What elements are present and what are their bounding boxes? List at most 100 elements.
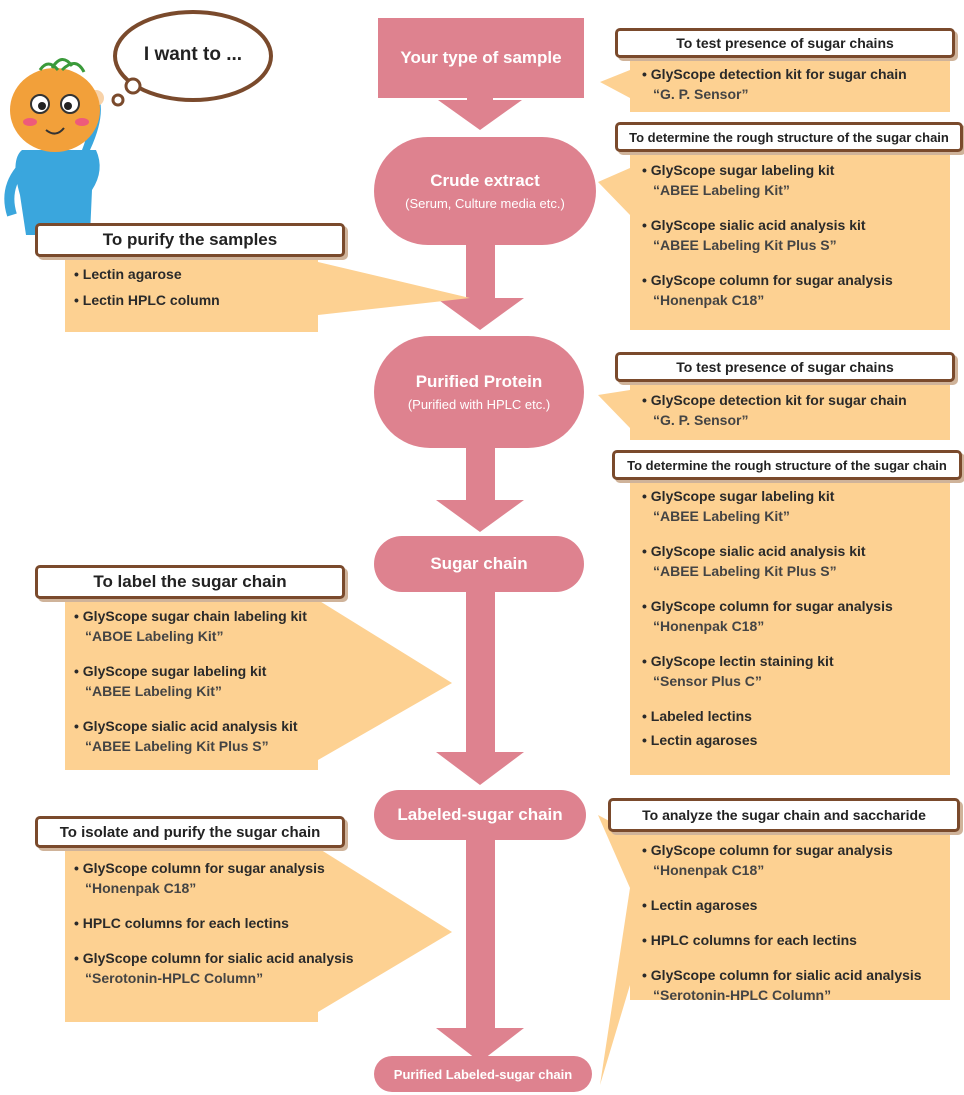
item-name: • GlyScope sugar labeling kit xyxy=(642,162,835,178)
item-name: • GlyScope sugar chain labeling kit xyxy=(74,608,307,624)
thought-bubble xyxy=(111,10,273,107)
node-purified-title: Purified Protein xyxy=(415,372,543,391)
list-item: • Lectin agaroses xyxy=(642,730,947,750)
node-purified-labeled-sugar-chain: Purified Labeled-sugar chain xyxy=(374,1056,592,1092)
item-product: “ABOE Labeling Kit” xyxy=(85,628,224,644)
item-product: “Honenpak C18” xyxy=(653,292,765,308)
item-name: • Labeled lectins xyxy=(642,708,752,724)
list-test-presence-1: • GlyScope detection kit for sugar chain… xyxy=(642,64,947,119)
list-test-presence-2: • GlyScope detection kit for sugar chain… xyxy=(642,390,947,445)
header-analyze-sugar-chain: To analyze the sugar chain and saccharid… xyxy=(608,798,960,832)
item-product: “Honenpak C18” xyxy=(85,880,197,896)
list-item: • GlyScope column for sugar analysis “Ho… xyxy=(74,858,374,898)
list-analyze-sugar-chain: • GlyScope column for sugar analysis “Ho… xyxy=(642,840,947,1020)
arrow-5 xyxy=(436,838,524,1062)
item-product: “ABEE Labeling Kit Plus S” xyxy=(653,563,837,579)
arrow-3 xyxy=(436,448,524,532)
list-item: • Lectin agarose xyxy=(74,264,314,284)
item-name: • GlyScope detection kit for sugar chain xyxy=(642,66,907,82)
header-rough-structure-2: To determine the rough structure of the … xyxy=(612,450,962,480)
item-product: “Sensor Plus C” xyxy=(653,673,762,689)
list-item: • GlyScope sugar chain labeling kit “ABO… xyxy=(74,606,314,646)
item-product: “Serotonin-HPLC Column” xyxy=(653,987,832,1003)
arrow-1 xyxy=(438,98,522,130)
item-name: • GlyScope column for sugar analysis xyxy=(74,860,325,876)
list-item: • GlyScope column for sialic acid analys… xyxy=(74,948,374,988)
panel-shapes xyxy=(65,50,950,1085)
item-product: “ABEE Labeling Kit” xyxy=(85,683,222,699)
panel-analyze-shape xyxy=(598,805,950,1085)
list-purify-samples: • Lectin agarose • Lectin HPLC column xyxy=(74,264,314,314)
header-label-sugar-chain: To label the sugar chain xyxy=(35,565,345,599)
item-product: “G. P. Sensor” xyxy=(653,412,749,428)
node-crude-subtitle: (Serum, Culture media etc.) xyxy=(405,196,565,211)
item-product: “ABEE Labeling Kit” xyxy=(653,508,790,524)
list-item: • HPLC columns for each lectins xyxy=(642,930,947,950)
flow-arrows xyxy=(436,98,524,1062)
item-name: • HPLC columns for each lectins xyxy=(74,915,289,931)
list-item: • GlyScope detection kit for sugar chain… xyxy=(642,64,947,104)
item-name: • GlyScope sugar labeling kit xyxy=(642,488,835,504)
item-name: • GlyScope sialic acid analysis kit xyxy=(74,718,298,734)
list-item: • Labeled lectins xyxy=(642,706,947,726)
panel-isolate-shape xyxy=(65,836,452,1022)
header-test-presence-1: To test presence of sugar chains xyxy=(615,28,955,58)
onion-mascot-icon xyxy=(4,58,104,246)
item-name: • GlyScope sugar labeling kit xyxy=(74,663,267,679)
panel-purify-shape xyxy=(65,248,470,332)
item-name: • GlyScope column for sugar analysis xyxy=(642,842,893,858)
list-item: • GlyScope sugar labeling kit “ABEE Labe… xyxy=(642,486,947,526)
arrow-4 xyxy=(436,592,524,785)
node-purified-subtitle: (Purified with HPLC etc.) xyxy=(407,397,551,412)
panel-label-shape xyxy=(65,588,452,770)
item-name: • Lectin agaroses xyxy=(642,732,758,748)
item-product: “ABEE Labeling Kit” xyxy=(653,182,790,198)
node-crude-extract: Crude extract (Serum, Culture media etc.… xyxy=(374,137,596,245)
item-product: “ABEE Labeling Kit Plus S” xyxy=(653,237,837,253)
item-name: • GlyScope column for sugar analysis xyxy=(642,272,893,288)
list-item: • GlyScope column for sugar analysis “Ho… xyxy=(642,270,947,310)
list-rough-structure-1: • GlyScope sugar labeling kit “ABEE Labe… xyxy=(642,160,947,325)
list-item: • Lectin agaroses xyxy=(642,895,947,915)
speech-text: I want to ... xyxy=(143,44,243,65)
header-test-presence-2: To test presence of sugar chains xyxy=(615,352,955,382)
panel-rough1-shape xyxy=(598,150,950,330)
item-name: • GlyScope sialic acid analysis kit xyxy=(642,217,866,233)
item-product: “G. P. Sensor” xyxy=(653,86,749,102)
list-label-sugar-chain: • GlyScope sugar chain labeling kit “ABO… xyxy=(74,606,314,771)
node-sample-title: Your type of sample xyxy=(400,48,562,67)
item-name: • GlyScope column for sialic acid analys… xyxy=(74,950,354,966)
list-item: • GlyScope column for sialic acid analys… xyxy=(642,965,947,1005)
item-name: • GlyScope detection kit for sugar chain xyxy=(642,392,907,408)
node-final-title: Purified Labeled-sugar chain xyxy=(393,1066,573,1082)
list-item: • Lectin HPLC column xyxy=(74,290,314,310)
item-name: • HPLC columns for each lectins xyxy=(642,932,857,948)
list-isolate-purify: • GlyScope column for sugar analysis “Ho… xyxy=(74,858,374,1003)
panel-test2-shape xyxy=(598,376,950,440)
item-product: “Serotonin-HPLC Column” xyxy=(85,970,264,986)
item-product: “Honenpak C18” xyxy=(653,618,765,634)
node-labeled-title: Labeled-sugar chain xyxy=(397,805,563,824)
item-name: • GlyScope sialic acid analysis kit xyxy=(642,543,866,559)
item-name: • Lectin HPLC column xyxy=(74,292,220,308)
panel-rough2-shape xyxy=(630,476,950,775)
item-name: • Lectin agarose xyxy=(74,266,182,282)
header-rough-structure-1: To determine the rough structure of the … xyxy=(615,122,963,152)
item-name: • GlyScope column for sugar analysis xyxy=(642,598,893,614)
item-product: “Honenpak C18” xyxy=(653,862,765,878)
node-purified-protein: Purified Protein (Purified with HPLC etc… xyxy=(374,336,584,448)
header-purify-samples: To purify the samples xyxy=(35,223,345,257)
list-item: • GlyScope sialic acid analysis kit “ABE… xyxy=(642,215,947,255)
list-item: • GlyScope column for sugar analysis “Ho… xyxy=(642,596,947,636)
item-name: • Lectin agaroses xyxy=(642,897,758,913)
list-item: • GlyScope detection kit for sugar chain… xyxy=(642,390,947,430)
item-product: “ABEE Labeling Kit Plus S” xyxy=(85,738,269,754)
arrow-2 xyxy=(436,245,524,330)
list-item: • GlyScope sugar labeling kit “ABEE Labe… xyxy=(642,160,947,200)
panel-test1-shape xyxy=(600,50,950,112)
item-name: • GlyScope column for sialic acid analys… xyxy=(642,967,922,983)
node-sugar-title: Sugar chain xyxy=(430,554,528,573)
list-item: • GlyScope sialic acid analysis kit “ABE… xyxy=(74,716,314,756)
list-item: • GlyScope sugar labeling kit “ABEE Labe… xyxy=(74,661,314,701)
